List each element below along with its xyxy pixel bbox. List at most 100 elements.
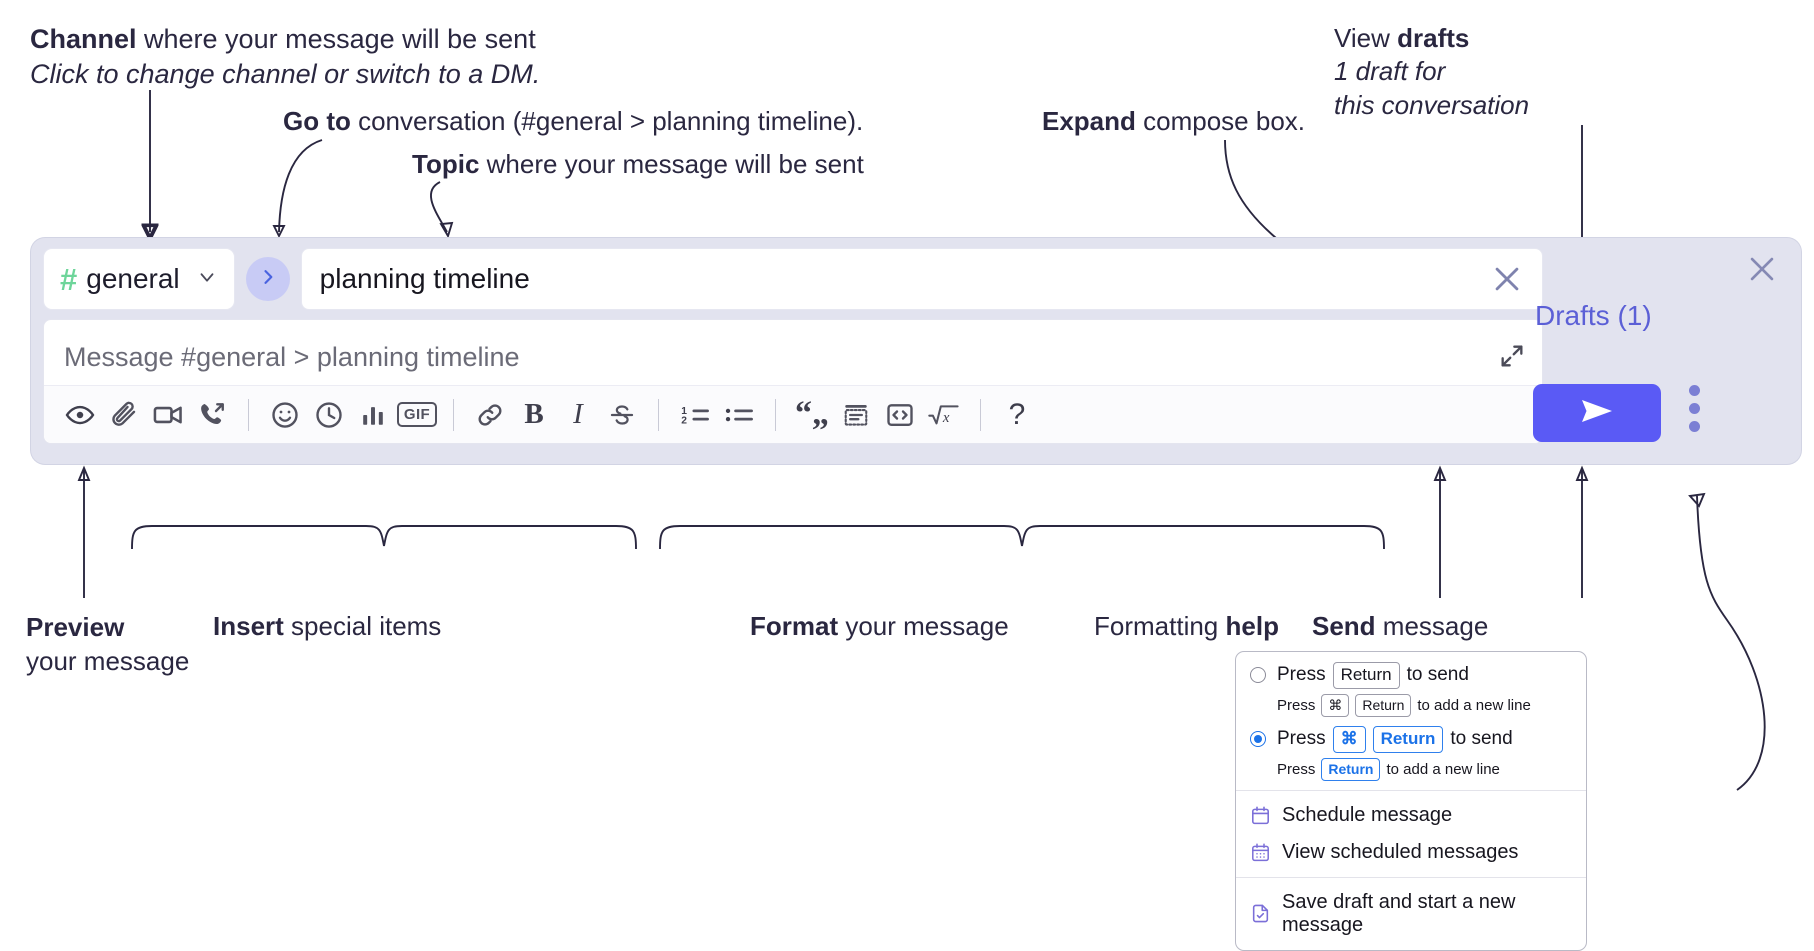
annotation-insert-rest: special items — [283, 611, 442, 641]
option1-key: Return — [1332, 662, 1400, 689]
calendar-schedule-icon — [1250, 805, 1271, 826]
code-icon[interactable] — [878, 393, 922, 437]
option1-sub-key1: ⌘ — [1321, 693, 1350, 717]
annotation-send: Send message — [1312, 610, 1488, 643]
kebab-dot — [1689, 385, 1700, 396]
menu-item-label: View scheduled messages — [1282, 840, 1519, 863]
goto-conversation-button[interactable] — [245, 257, 290, 301]
formatting-help-icon[interactable]: ? — [995, 393, 1039, 437]
option2-to-send: to send — [1450, 728, 1513, 750]
radio-selected-icon[interactable] — [1250, 731, 1266, 748]
menu-item-label: Save draft and start a new message — [1282, 890, 1516, 936]
annotation-topic: Topic where your message will be sent — [412, 148, 864, 181]
annotation-help-bold: help — [1225, 611, 1279, 641]
annotation-drafts-italic1: 1 draft for — [1334, 56, 1446, 87]
gif-icon[interactable]: GIF — [395, 393, 439, 437]
annotation-insert-bold: Insert — [213, 611, 284, 641]
audio-clip-icon[interactable] — [190, 393, 234, 437]
annotation-formatting-help: Formatting help — [1094, 610, 1279, 643]
annotation-goto-bold: Go to — [283, 106, 351, 136]
calendar-list-icon — [1250, 842, 1271, 863]
menu-item-schedule-message[interactable]: Schedule message — [1236, 797, 1586, 834]
kebab-dot — [1689, 403, 1700, 414]
schedule-section: Schedule message View scheduled messages — [1236, 791, 1586, 877]
message-input-box[interactable]: Message #general > planning timeline — [43, 319, 1543, 444]
emoji-icon[interactable] — [263, 393, 307, 437]
italic-icon[interactable]: I — [573, 398, 583, 430]
send-option-cmd-return[interactable]: Press ⌘ Return to send Press Return to a… — [1236, 724, 1586, 781]
blockquote-icon[interactable]: “„ — [795, 395, 829, 433]
radio-unselected-icon[interactable] — [1250, 667, 1266, 684]
annotation-channel-italic: Click to change channel or switch to a D… — [30, 58, 541, 89]
send-button[interactable] — [1533, 384, 1661, 442]
toolbar-divider — [980, 398, 981, 431]
annotation-preview: Preview your message — [26, 610, 189, 679]
annotation-insert: Insert special items — [213, 610, 441, 643]
save-draft-icon — [1250, 903, 1271, 924]
math-icon[interactable]: x — [922, 393, 966, 437]
link-icon[interactable] — [468, 393, 512, 437]
close-icon[interactable] — [1745, 252, 1779, 291]
clear-topic-icon[interactable] — [1490, 262, 1524, 296]
option1-sub-press: Press — [1277, 696, 1316, 714]
annotation-help-normal: Formatting — [1094, 611, 1226, 641]
channel-selector[interactable]: # general — [43, 248, 235, 310]
expand-compose-icon[interactable] — [1498, 342, 1526, 375]
option2-sub-key: Return — [1321, 757, 1381, 781]
formatting-toolbar: GIF B I — [44, 385, 1542, 443]
channel-name-label: general — [86, 263, 180, 294]
kebab-dot — [1689, 421, 1700, 432]
annotation-drafts: View drafts 1 draft for this conversatio… — [1334, 22, 1529, 122]
compose-left-column: # general planning timeline — [43, 248, 1543, 444]
annotation-preview-rest: your message — [26, 646, 190, 677]
video-clip-icon[interactable] — [146, 393, 190, 437]
annotation-drafts-italic2: this conversation — [1334, 89, 1530, 120]
code-block-icon[interactable] — [834, 393, 878, 437]
chevron-down-icon — [196, 266, 218, 293]
ordered-list-icon[interactable]: 1 2 — [673, 393, 717, 437]
option2-key2: Return — [1372, 725, 1444, 753]
annotation-topic-bold: Topic — [412, 149, 480, 179]
gif-label: GIF — [396, 402, 438, 427]
menu-item-label: Schedule message — [1282, 803, 1453, 826]
clock-icon[interactable] — [307, 393, 351, 437]
bulleted-list-icon[interactable] — [717, 393, 761, 437]
annotation-expand: Expand compose box. — [1042, 105, 1305, 138]
annotation-format-bold: Format — [750, 611, 839, 641]
annotation-format-rest: your message — [838, 611, 1009, 641]
menu-item-view-scheduled[interactable]: View scheduled messages — [1236, 834, 1586, 871]
annotation-drafts-bold: drafts — [1397, 23, 1470, 53]
send-icon — [1574, 394, 1620, 433]
topic-input[interactable]: planning timeline — [300, 248, 1543, 310]
menu-divider — [1236, 789, 1586, 791]
toolbar-divider — [453, 398, 454, 431]
compose-header-row: # general planning timeline — [43, 248, 1543, 310]
option2-sub-rest: to add a new line — [1386, 760, 1500, 778]
strikethrough-icon[interactable] — [600, 393, 644, 437]
chevron-right-icon — [258, 267, 278, 292]
bold-icon[interactable]: B — [524, 398, 544, 430]
compose-options-button[interactable] — [1689, 385, 1700, 432]
annotation-channel-rest: where your message will be sent — [136, 24, 536, 54]
option1-sub-rest: to add a new line — [1417, 696, 1531, 714]
compose-options-menu: Press Return to send Press ⌘ Return to a… — [1235, 651, 1587, 951]
preview-icon[interactable] — [58, 393, 102, 437]
annotation-drafts-normal: View — [1334, 23, 1398, 53]
svg-text:1: 1 — [681, 405, 687, 416]
annotation-format: Format your message — [750, 610, 1009, 643]
option2-sub-press: Press — [1277, 760, 1316, 778]
drafts-link[interactable]: Drafts (1) — [1535, 300, 1652, 331]
option1-press: Press — [1277, 664, 1326, 686]
attachment-icon[interactable] — [102, 393, 146, 437]
toolbar-divider — [775, 398, 776, 431]
option1-sub-key2: Return — [1355, 693, 1412, 717]
help-label: ? — [1008, 397, 1026, 431]
toolbar-divider — [248, 398, 249, 431]
send-option-return[interactable]: Press Return to send Press ⌘ Return to a… — [1236, 660, 1586, 717]
annotation-channel: Channel where your message will be sent … — [30, 22, 540, 91]
option2-key1: ⌘ — [1332, 725, 1366, 753]
annotation-preview-bold: Preview — [26, 612, 125, 642]
draft-section: Save draft and start a new message — [1236, 878, 1586, 950]
poll-icon[interactable] — [351, 393, 395, 437]
menu-item-save-draft[interactable]: Save draft and start a new message — [1236, 884, 1586, 944]
